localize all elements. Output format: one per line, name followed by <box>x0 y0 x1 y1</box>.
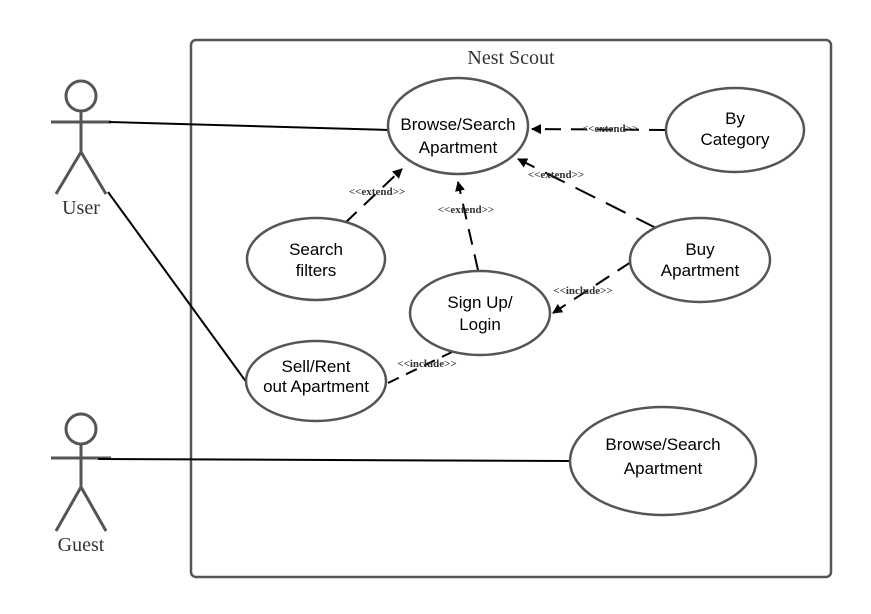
use-case-label-line2: Apartment <box>419 138 498 157</box>
use-case-label-line2: Category <box>701 130 770 149</box>
association-user-browse <box>108 121 390 131</box>
include-line-buy <box>552 261 632 314</box>
use-case-label-line2: filters <box>296 261 337 280</box>
relation-label-include-buy: <<include>> <box>553 285 612 297</box>
extend-line-filters <box>344 168 403 224</box>
association-user-sell <box>107 191 248 384</box>
stick-figure-icon <box>51 412 111 532</box>
use-case-label-line1: By <box>725 109 745 128</box>
stick-figure-icon <box>51 79 111 195</box>
use-case-label-line2: Login <box>459 315 501 334</box>
system-boundary <box>189 38 833 579</box>
use-case-by-category[interactable]: By Category <box>664 86 806 174</box>
extend-line-signup <box>455 181 479 271</box>
use-case-label-line1: Sell/Rent <box>282 357 351 376</box>
use-case-label-line2: out Apartment <box>263 377 369 396</box>
use-case-signup-login[interactable]: Sign Up/ Login <box>408 269 552 357</box>
include-line-sell <box>387 351 453 384</box>
use-case-label-line1: Buy <box>685 240 715 259</box>
use-case-sell-rent[interactable]: Sell/Rent out Apartment <box>244 339 388 423</box>
use-case-search-filters[interactable]: Search filters <box>245 216 387 302</box>
association-guest-browse <box>97 458 571 462</box>
use-case-browse-guest[interactable]: Browse/Search Apartment <box>568 405 758 517</box>
actor-user-label: User <box>62 197 100 219</box>
use-case-label-line1: Browse/Search <box>605 435 720 454</box>
use-case-label-line1: Sign Up/ <box>447 293 512 312</box>
use-case-label-line2: Apartment <box>624 459 703 478</box>
extend-line-category <box>531 124 666 135</box>
use-case-label-line1: Search <box>289 240 343 259</box>
relation-label-include-sell: <<include>> <box>397 358 456 370</box>
use-case-browse-user[interactable]: Browse/Search Apartment <box>386 76 530 176</box>
relation-label-extend-category: <<extend>> <box>582 123 638 135</box>
actor-guest-label: Guest <box>58 534 105 556</box>
actor-guest[interactable]: Guest <box>51 412 111 556</box>
actor-user[interactable]: User <box>51 79 111 219</box>
use-case-label-line2: Apartment <box>661 261 740 280</box>
relation-label-extend-signup: <<extend>> <box>438 204 494 216</box>
relation-label-extend-filters: <<extend>> <box>349 186 405 198</box>
extend-line-buy <box>517 158 657 229</box>
system-title: Nest Scout <box>467 47 555 69</box>
use-case-label-line1: Browse/Search <box>400 115 515 134</box>
use-case-buy[interactable]: Buy Apartment <box>628 216 772 304</box>
relation-label-extend-buy: <<extend>> <box>528 169 584 181</box>
